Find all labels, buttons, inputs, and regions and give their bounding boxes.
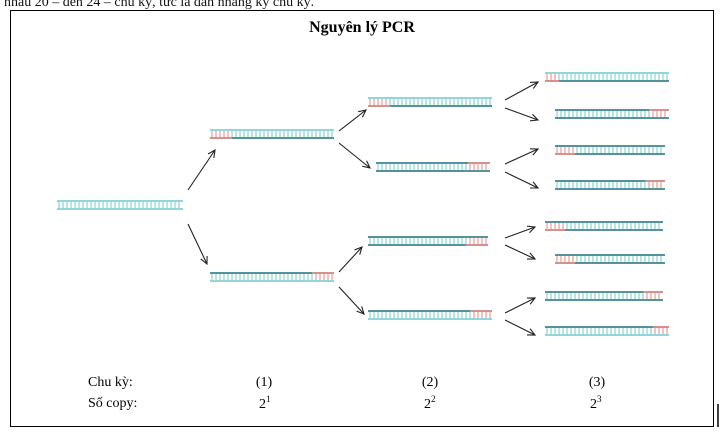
copy-exp-3: 3: [597, 394, 602, 404]
copy-base-3: 2: [590, 397, 597, 412]
arrow-c2c-to-c3-5: [504, 225, 537, 239]
arrow-c2a-to-c3-2: [504, 107, 540, 122]
copy-exp-2: 2: [431, 394, 436, 404]
arrow-c2c-to-c3-6: [504, 244, 537, 260]
arrow-c1a-to-c2b: [338, 142, 371, 169]
arrow-c1b-to-c2c: [338, 246, 363, 273]
arrow-c2d-to-c3-7: [504, 297, 537, 314]
dna-c2-b: [376, 162, 490, 172]
dna-c1-a-base-pairs: [211, 131, 333, 137]
copy-count-3: 23: [590, 394, 602, 412]
dna-strand-group: [57, 72, 669, 336]
dna-c2-c: [368, 236, 488, 246]
dna-c1-b-base-pairs: [211, 274, 333, 280]
arrow-c1b-to-c2d: [338, 286, 365, 315]
copy-base-1: 2: [259, 397, 266, 412]
dna-c2-a-base-pairs: [369, 99, 491, 105]
dna-c3-4: [555, 180, 665, 190]
dna-c3-7-base-pairs: [546, 293, 660, 299]
diagram-title: Nguyên lý PCR: [309, 19, 415, 36]
diagram-frame: [10, 10, 714, 427]
dna-c3-6-base-pairs: [556, 256, 662, 262]
dna-c3-1: [545, 72, 669, 82]
dna-c2-d-base-pairs: [369, 312, 491, 318]
arrow-template-to-c1-a: [187, 148, 216, 191]
dna-c3-6: [555, 254, 665, 264]
dna-c2-d: [368, 310, 492, 320]
dna-c3-7: [545, 291, 663, 301]
dna-c3-1-base-pairs: [546, 74, 668, 80]
cycle-2-label: (2): [422, 375, 439, 390]
dna-c1-b: [210, 272, 334, 282]
cycle-1-label: (1): [256, 375, 273, 390]
header-fragment: nhau 20 – đến 24 – chu kỳ, tức là dẫn nh…: [4, 0, 314, 10]
arrow-template-to-c1-b: [187, 223, 208, 266]
dna-c3-3-base-pairs: [556, 147, 662, 153]
dna-c1-a: [210, 129, 334, 139]
dna-c3-8: [545, 326, 669, 336]
dna-c3-4-base-pairs: [556, 182, 662, 188]
dna-c2-c-base-pairs: [369, 238, 487, 244]
dna-template: [57, 200, 183, 210]
copy-row-label: Số copy:: [88, 396, 137, 411]
dna-c3-8-base-pairs: [546, 328, 668, 334]
copy-exp-1: 1: [266, 394, 271, 404]
arrow-group: [187, 81, 540, 336]
dna-c3-5: [545, 221, 663, 231]
arrow-c2a-to-c3-1: [504, 81, 540, 101]
dna-c2-a: [368, 97, 492, 107]
dna-c3-5-base-pairs: [546, 223, 660, 229]
arrow-c2d-to-c3-8: [504, 319, 537, 336]
cycle-row-label: Chu kỳ:: [88, 375, 133, 390]
cycle-3-label: (3): [589, 375, 606, 390]
arrow-c1a-to-c2a: [338, 109, 367, 132]
arrow-c2b-to-c3-4: [504, 171, 540, 189]
dna-c3-3: [555, 145, 665, 155]
copy-count-1: 21: [259, 394, 271, 412]
arrow-c2b-to-c3-3: [504, 148, 540, 165]
copy-base-2: 2: [424, 397, 431, 412]
dna-c2-b-base-pairs: [377, 164, 487, 170]
dna-c3-2: [555, 109, 669, 119]
copy-count-2: 22: [424, 394, 436, 412]
dna-c3-2-base-pairs: [556, 111, 666, 117]
dna-template-base-pairs: [58, 202, 180, 208]
